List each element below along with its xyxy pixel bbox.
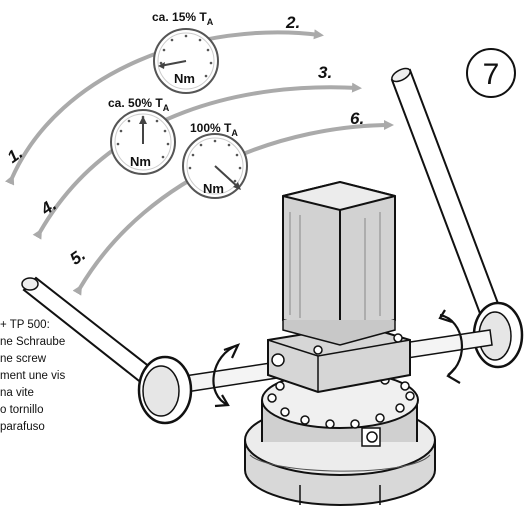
note-line-1: + TP 500:	[0, 319, 50, 331]
step-label-2: 2.	[285, 13, 300, 32]
gauge-15-unit: Nm	[174, 71, 195, 86]
torque-gauge-50: ca. 50% TA Nm	[108, 96, 176, 175]
gauge-100-needle	[214, 165, 239, 188]
step-label-1: 1.	[4, 143, 27, 167]
step-label-5: 5.	[66, 245, 89, 269]
note-line-2: ne Schraube	[0, 336, 65, 348]
gauge-50-unit: Nm	[130, 154, 151, 169]
note-line-7: parafuso	[0, 421, 45, 433]
rotation-arrows	[212, 309, 463, 408]
gauge-100-unit: Nm	[203, 181, 224, 196]
note-line-6: o tornillo	[0, 404, 43, 416]
svg-text:100% TA: 100% TA	[190, 121, 238, 138]
torque-gauge-15: ca. 15% TA Nm	[152, 10, 219, 94]
svg-text:ca. 50% TA: ca. 50% TA	[108, 96, 170, 113]
step-label-3: 3.	[318, 63, 332, 82]
note-line-4: ment une vis	[0, 370, 65, 382]
flange-bolts	[267, 373, 415, 429]
gauge-15-ticks	[159, 34, 213, 78]
torque-wrench-right	[390, 67, 524, 369]
step-label-6: 6.	[350, 109, 364, 128]
svg-text:ca. 15% TA: ca. 15% TA	[152, 10, 214, 27]
step-number: 7	[483, 58, 500, 91]
note-line-3: ne screw	[0, 353, 47, 365]
step-badge: 7	[466, 48, 516, 98]
torque-gauge-100: 100% TA Nm	[182, 121, 248, 199]
note-line-5: na vite	[0, 387, 34, 399]
arc-4-3	[32, 82, 362, 240]
multilingual-note: + TP 500: ne Schraube ne screw ment une …	[0, 319, 65, 433]
torque-wrench-left	[21, 276, 193, 425]
gearbox-assembly	[244, 180, 436, 506]
step-label-4: 4.	[37, 195, 60, 219]
